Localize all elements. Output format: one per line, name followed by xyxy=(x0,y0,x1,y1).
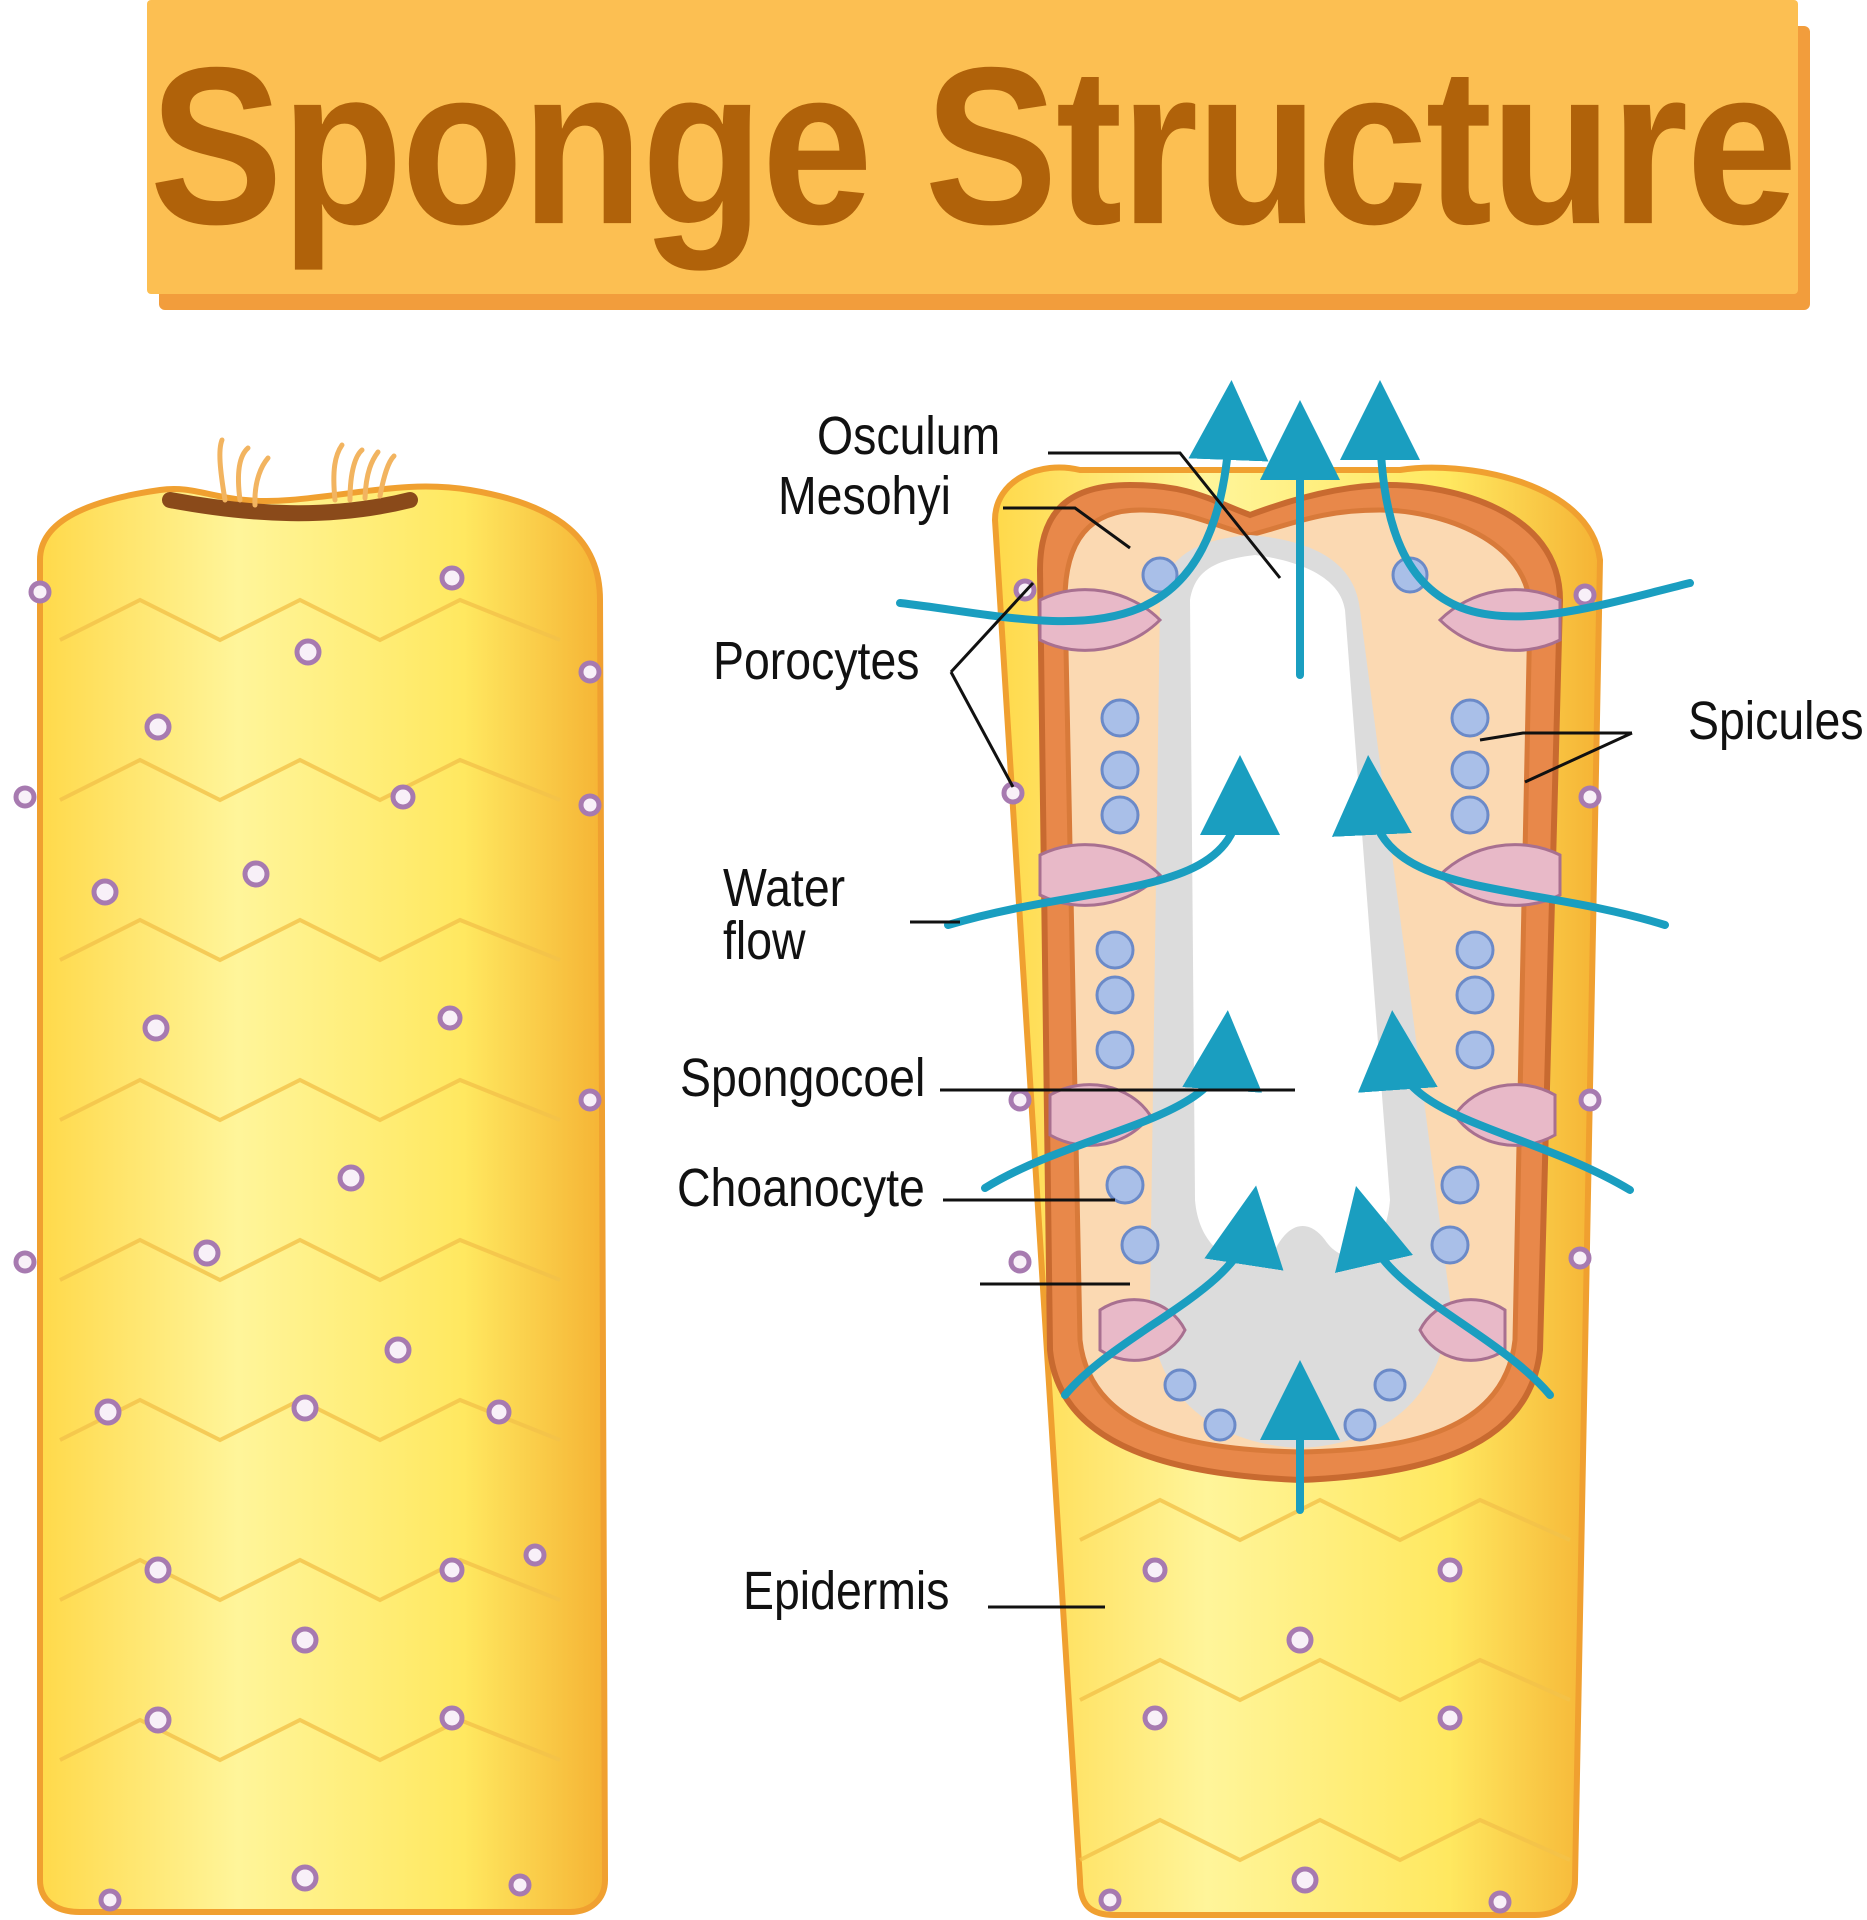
title-banner: Sponge Structure xyxy=(147,0,1798,294)
label-epidermis: Epidermis xyxy=(743,1561,950,1621)
label-porocytes: Porocytes xyxy=(713,631,920,691)
label-spongocoel: Spongocoel xyxy=(680,1048,926,1108)
osculum-hairs xyxy=(217,437,397,508)
label-osculum: Osculum xyxy=(817,406,1001,466)
diagram-title: Sponge Structure xyxy=(149,21,1798,272)
water-flow-arrows xyxy=(896,380,1694,1514)
sponge-cross-section xyxy=(896,380,1694,1918)
choanocyte-cells xyxy=(1095,556,1495,1442)
label-spicules: Spicules xyxy=(1688,691,1864,751)
sponge-exterior xyxy=(13,437,609,1915)
label-choanocyte: Choanocyte xyxy=(677,1158,925,1218)
label-mesohyl: Mesohyi xyxy=(778,466,951,526)
label-water-flow: Water flow xyxy=(723,858,846,971)
leader-lines xyxy=(910,451,1633,1609)
ostia-pores xyxy=(13,565,602,1912)
